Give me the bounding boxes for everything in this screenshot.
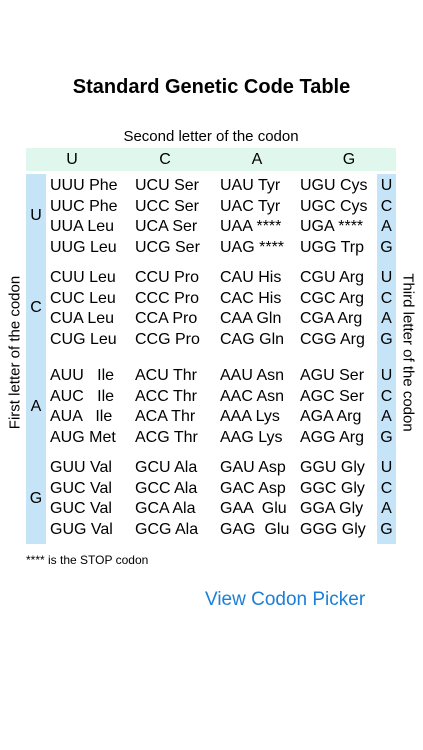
codon-cell: UUC Phe [50,197,118,215]
codon-cell: CUA Leu [50,310,115,327]
codon-cell: CUC Leu [50,289,116,307]
codon-cell: GUC Val [50,479,112,497]
codon-cell: ACU Thr [135,367,197,384]
codon-cell: UUG Leu [50,238,117,256]
codon-cell: ACG Thr [135,428,198,446]
codon-cell: GCU Ala [135,459,198,476]
page-title: Standard Genetic Code Table [72,76,351,98]
codon-cell: ACA Thr [135,408,196,425]
codon-cell: GUC Val [50,500,112,517]
codon-cell: CCC Pro [135,289,200,307]
third-letter: G [380,238,393,256]
codon-cell: GUG Val [50,520,113,538]
codon-cell: UCC Ser [135,197,200,215]
second-letter-a: A [251,151,263,168]
first-letter-bar: U C A G [26,174,46,544]
codon-cell: GUU Val [50,459,112,476]
codon-cell: AGG Arg [300,428,365,446]
codon-cell: CCG Pro [135,330,200,348]
codon-cell: AUU Ile [50,367,115,384]
codon-cell: UGU Cys [300,177,368,194]
third-letter: G [380,428,393,446]
first-letter-u: U [30,207,42,224]
codon-cell: UUA Leu [50,218,115,235]
third-letter: U [380,459,393,476]
codon-cell: CCA Pro [135,310,198,327]
codon-cell: AAU Asn [220,367,285,384]
codon-cell: UUU Phe [50,177,118,194]
third-letter-bar [377,174,396,544]
codon-cell: AGC Ser [300,387,365,405]
codon-cell: CGC Arg [300,289,365,307]
codon-cell: CAU His [220,269,282,286]
third-letter: C [380,479,393,497]
codon-cell: AGA Arg [300,408,362,425]
codon-cell: CUG Leu [50,330,117,348]
codon-cell: GCG Ala [135,520,199,538]
codon-cell: UAC Tyr [220,197,281,215]
third-letter: U [380,269,393,286]
codon-cell: CCU Pro [135,269,200,286]
stop-codon-footnote: **** is the STOP codon [26,553,149,567]
second-letter-bar: U C A G [26,148,396,171]
codon-cell: UCG Ser [135,238,200,256]
codon-cell: AUC Ile [50,387,115,405]
third-letter: G [380,330,393,348]
third-letter: C [380,387,393,405]
third-letter: C [380,289,393,307]
view-codon-picker-link[interactable]: View Codon Picker [205,589,366,610]
second-letter-label: Second letter of the codon [123,128,299,145]
first-letter-a: A [30,398,42,415]
codon-cell: AAC Asn [220,387,285,405]
codon-cell: CAG Gln [220,330,285,348]
first-letter-c: C [30,299,42,316]
codon-cell: CUU Leu [50,269,116,286]
codon-cell: CGA Arg [300,310,363,327]
codon-cell: GAC Asp [220,479,286,497]
codon-cell: GCC Ala [135,479,198,497]
codon-cell: AAG Lys [220,428,283,446]
codon-cell: AAA Lys [220,408,280,425]
third-letter: A [381,408,392,425]
codon-cell: UGA **** [300,218,364,235]
second-letter-u: U [66,151,78,168]
codon-cell: AUG Met [50,428,116,446]
codon-cell: GAU Asp [220,459,286,476]
codon-cell: GGG Gly [300,520,366,538]
first-letter-g: G [29,490,43,507]
codon-cell: UGG Trp [300,238,365,256]
codon-cell: CGU Arg [300,269,365,286]
codon-cell: UAA **** [220,218,282,235]
codon-cell: GGA Gly [300,500,364,517]
codon-cell: UCA Ser [135,218,198,235]
third-letter: A [381,310,392,327]
third-letter: U [380,177,393,194]
codon-cell: UCU Ser [135,177,200,194]
codon-cell: UGC Cys [300,197,368,215]
codon-cell: GGU Gly [300,459,365,476]
third-letter: G [380,520,393,538]
second-letter-g: G [342,151,356,168]
codon-cell: CGG Arg [300,330,365,348]
third-letter-label: Third letter of the codon [399,273,417,432]
third-letter: C [380,197,393,215]
codon-cell: AUA Ile [50,408,113,425]
codon-cell: UAU Tyr [220,177,281,194]
third-letter: A [381,500,392,517]
third-letter: A [381,218,392,235]
codon-cell: GAA Glu [220,500,287,517]
codon-cell: GCA Ala [135,500,196,517]
codon-cell: CAA Gln [220,310,282,327]
codon-cell: CAC His [220,289,282,307]
second-letter-c: C [159,151,171,168]
codon-cell: GAG Glu [220,520,290,538]
codon-cell: UAG **** [220,238,285,256]
first-letter-label: First letter of the codon [6,275,24,430]
codon-cell: GGC Gly [300,479,365,497]
third-letter: U [380,367,393,384]
codon-cell: AGU Ser [300,367,365,384]
codon-cell: ACC Thr [135,387,197,405]
